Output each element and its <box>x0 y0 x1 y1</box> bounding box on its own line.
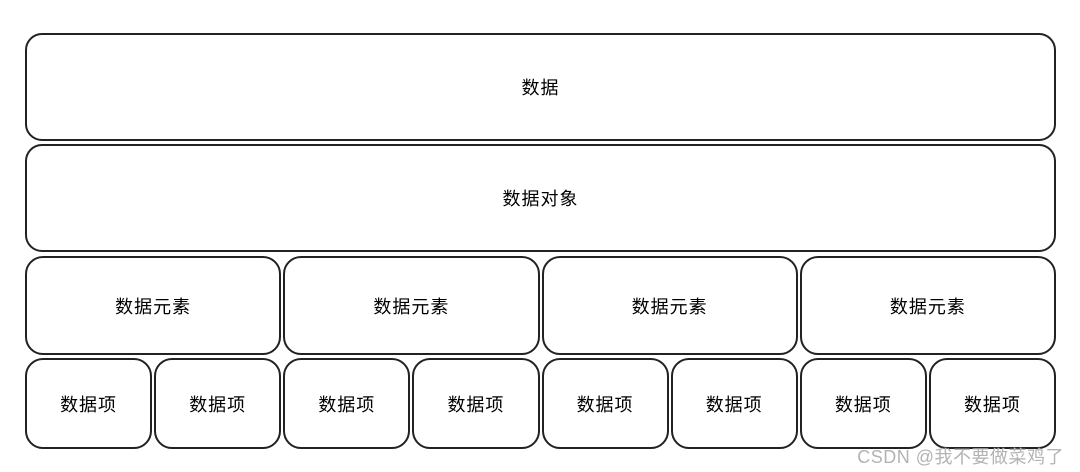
box-data-element: 数据元素 <box>283 256 540 355</box>
box-data-label: 数据 <box>521 78 560 98</box>
box-data-item-label: 数据项 <box>705 394 763 415</box>
box-data-item-label: 数据项 <box>834 394 892 415</box>
box-data: 数据 <box>25 33 1056 141</box>
box-data-item-label: 数据项 <box>318 394 376 415</box>
box-data-item-label: 数据项 <box>60 394 118 415</box>
box-data-item: 数据项 <box>541 358 669 449</box>
box-data-item: 数据项 <box>154 358 282 449</box>
box-data-item-label: 数据项 <box>189 394 247 415</box>
box-data-item: 数据项 <box>412 358 540 449</box>
row-data-elements: 数据元素 数据元素 数据元素 数据元素 <box>25 256 1056 355</box>
box-data-element-label: 数据元素 <box>115 296 192 317</box>
diagram-stack: 数据 数据对象 数据元素 数据元素 数据元素 数据元素 数据项 数据项 <box>25 33 1056 449</box>
box-data-element-label: 数据元素 <box>373 296 450 317</box>
box-data-item: 数据项 <box>25 358 153 449</box>
box-data-item-label: 数据项 <box>576 394 634 415</box>
box-data-item: 数据项 <box>928 358 1056 449</box>
box-data-element-label: 数据元素 <box>889 296 966 317</box>
box-data-object-label: 数据对象 <box>502 189 579 209</box>
box-data-item-label: 数据项 <box>963 394 1021 415</box>
box-data-element: 数据元素 <box>541 256 798 355</box>
box-data-item: 数据项 <box>670 358 798 449</box>
row-data-items: 数据项 数据项 数据项 数据项 数据项 数据项 数据项 数据项 <box>25 358 1056 449</box>
box-data-element: 数据元素 <box>799 256 1056 355</box>
box-data-element: 数据元素 <box>25 256 282 355</box>
box-data-item: 数据项 <box>799 358 927 449</box>
box-data-item: 数据项 <box>283 358 411 449</box>
box-data-element-label: 数据元素 <box>631 296 708 317</box>
box-data-object: 数据对象 <box>25 144 1056 252</box>
box-data-item-label: 数据项 <box>447 394 505 415</box>
